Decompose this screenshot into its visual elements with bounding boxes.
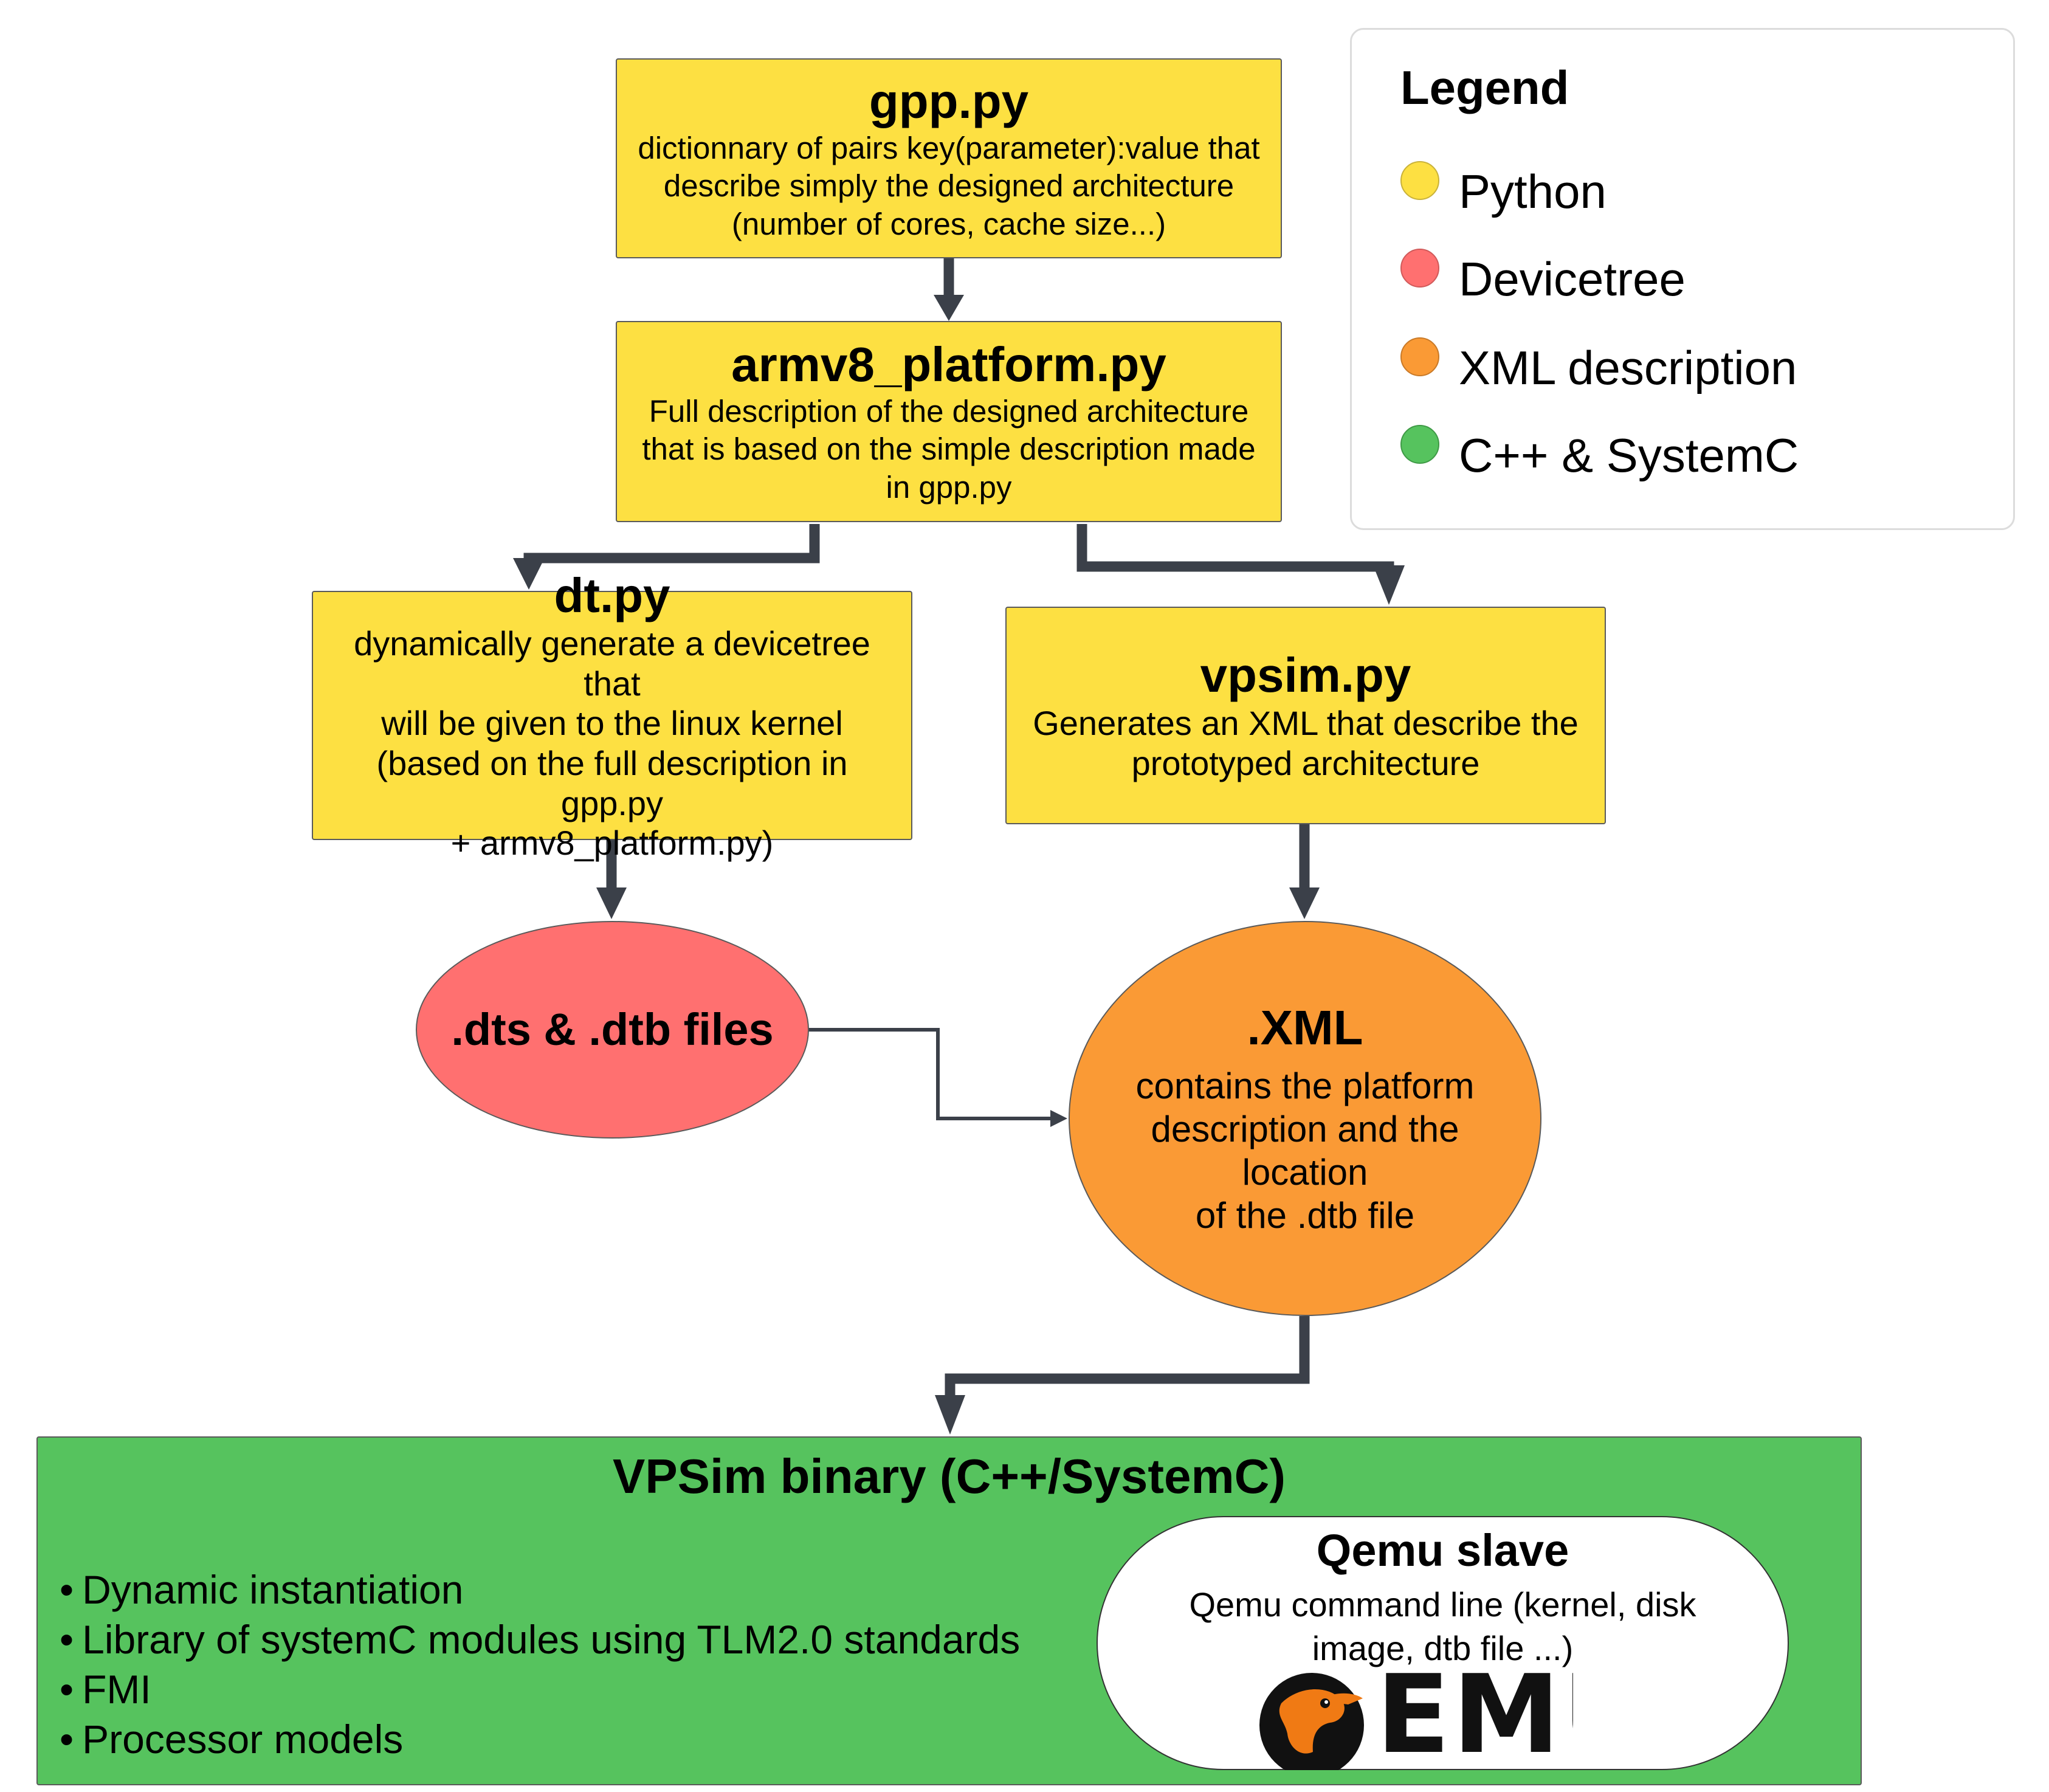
legend-swatch (1400, 249, 1439, 288)
feature-item: Dynamic instantiation (60, 1565, 1020, 1615)
legend-label: C++ & SystemC (1459, 428, 1799, 482)
vpsim-py-title: vpsim.py (1200, 648, 1411, 703)
qemu-logo: EMU (1257, 1667, 1573, 1770)
edge-armv8-dt (523, 524, 820, 563)
feature-item: Library of systemC modules using TLM2.0 … (60, 1615, 1020, 1664)
legend-item-python: Python (1400, 161, 1606, 222)
armv8-title: armv8_platform.py (731, 337, 1166, 392)
legend-item-cpp: C++ & SystemC (1400, 425, 1799, 486)
legend-swatch (1400, 161, 1439, 200)
vpsim-py-node: vpsim.py Generates an XML that describe … (1005, 607, 1606, 824)
armv8-desc-line: in gpp.py (886, 469, 1012, 505)
vpsim-binary-features: Dynamic instantiation Library of systemC… (60, 1565, 1020, 1764)
legend-swatch (1400, 425, 1439, 464)
gpp-description: dictionnary of pairs key(parameter):valu… (619, 129, 1278, 243)
armv8-desc-line: that is based on the simple description … (642, 432, 1256, 467)
dt-desc-line: will be given to the linux kernel (381, 704, 843, 743)
qemu-logo-wordmark: EMU (1376, 1667, 1573, 1770)
qemu-desc-line: image, dtb file ...) (1312, 1629, 1574, 1667)
dt-description: dynamically generate a devicetree that w… (313, 624, 911, 863)
xml-desc-line: of the .dtb file (1195, 1195, 1415, 1236)
vpsim-py-description: Generates an XML that describe the proto… (1014, 703, 1597, 783)
dt-title: dt.py (554, 568, 670, 623)
legend-item-devicetree: Devicetree (1400, 249, 1686, 309)
armv8-description: Full description of the designed archite… (624, 393, 1273, 506)
edge-armv8-vpsim (1076, 524, 1394, 572)
dts-dtb-title: .dts & .dtb files (451, 1004, 774, 1055)
qemu-slave-title: Qemu slave (1316, 1525, 1569, 1576)
qemu-slave-description: Qemu command line (kernel, disk image, d… (1146, 1583, 1739, 1670)
arrowhead-dts-xml (1050, 1110, 1067, 1127)
legend: Legend Python Devicetree XML description… (1350, 28, 2015, 530)
vpsim-py-desc-line: prototyped architecture (1131, 744, 1480, 782)
dt-desc-line: + armv8_platform.py) (450, 824, 774, 863)
gpp-title: gpp.py (869, 74, 1029, 129)
xml-description: contains the platform description and th… (1070, 1064, 1540, 1237)
armv8-desc-line: Full description of the designed archite… (649, 394, 1249, 429)
gpp-node: gpp.py dictionnary of pairs key(paramete… (616, 58, 1282, 258)
qemu-bird-icon (1259, 1673, 1364, 1770)
legend-label: Devicetree (1459, 252, 1686, 306)
vpsim-py-desc-line: Generates an XML that describe the (1033, 704, 1579, 743)
arrowhead-dts (596, 887, 627, 919)
arrowhead-dt (513, 558, 545, 590)
feature-item: FMI (60, 1664, 1020, 1714)
arrowhead-armv8 (934, 295, 964, 321)
legend-label: Python (1459, 164, 1606, 218)
dt-node: dt.py dynamically generate a devicetree … (312, 568, 912, 862)
arrowhead-vpsim (1373, 565, 1405, 605)
edge-dts-xml (808, 1028, 1052, 1120)
feature-item: Processor models (60, 1714, 1020, 1764)
edge-xml-vpsimbin (945, 1316, 1310, 1397)
arrowhead-xml (1289, 887, 1320, 919)
qemu-slave-node: Qemu slave Qemu command line (kernel, di… (1097, 1516, 1789, 1770)
xml-desc-line: contains the platform (1135, 1066, 1475, 1106)
armv8-platform-node: armv8_platform.py Full description of th… (616, 321, 1282, 522)
gpp-desc-line: dictionnary of pairs key(parameter):valu… (638, 131, 1260, 166)
gpp-desc-line: (number of cores, cache size...) (731, 206, 1166, 241)
xml-desc-line: description and the location (1151, 1109, 1459, 1193)
gpp-desc-line: describe simply the designed architectur… (663, 168, 1235, 204)
qemu-desc-line: Qemu command line (kernel, disk (1189, 1585, 1696, 1624)
legend-item-xml: XML description (1400, 337, 1797, 398)
dt-desc-line: (based on the full description in gpp.py (376, 744, 848, 822)
legend-title: Legend (1400, 61, 1569, 114)
dts-dtb-node: .dts & .dtb files (416, 921, 809, 1139)
arrowhead-vpsimbin (935, 1395, 965, 1435)
xml-title: .XML (1247, 1001, 1363, 1055)
dt-desc-line: dynamically generate a devicetree that (354, 624, 870, 703)
legend-label: XML description (1459, 340, 1797, 395)
xml-node: .XML contains the platform description a… (1069, 921, 1541, 1316)
vpsim-binary-title: VPSim binary (C++/SystemC) (612, 1449, 1286, 1503)
legend-swatch (1400, 337, 1439, 376)
